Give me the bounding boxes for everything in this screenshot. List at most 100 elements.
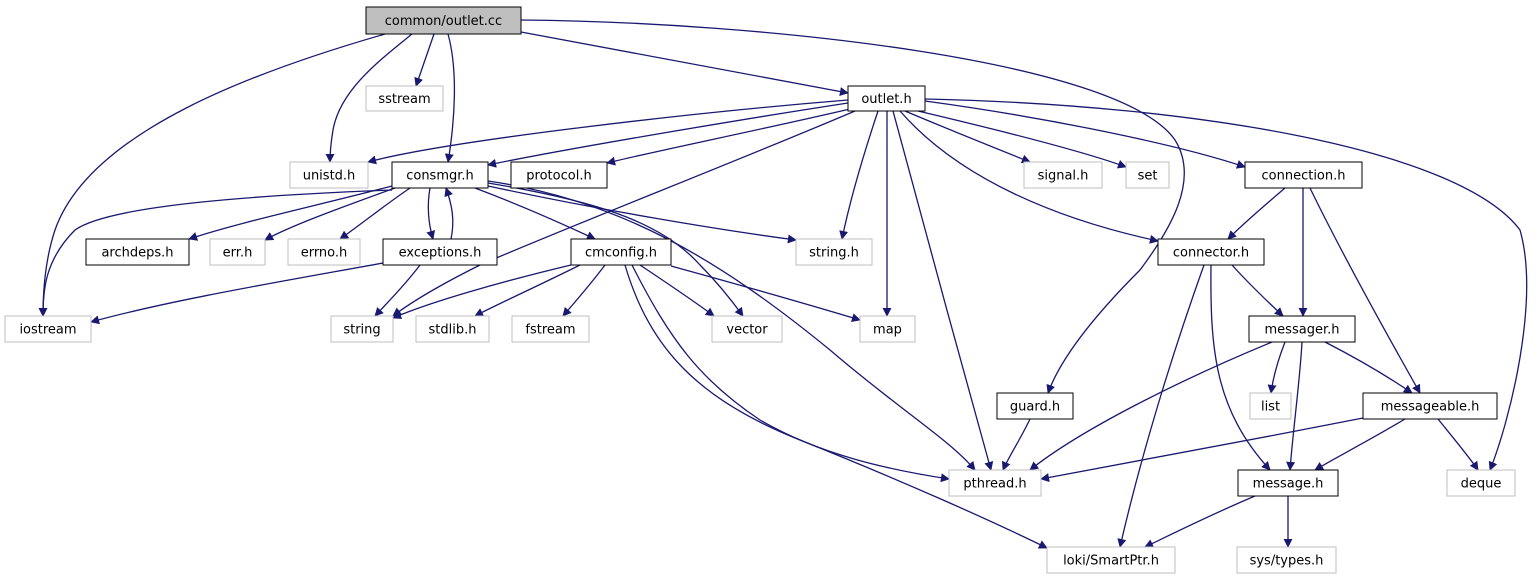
node-pthread-h: pthread.h (948, 469, 1042, 497)
edge-cmconfig-h-to-fstream (562, 264, 606, 317)
edge-cmconfig-h-to-loki-smartptr-h (624, 264, 1048, 549)
edge-messageable-h-to-deque (1437, 418, 1479, 471)
edge-message-h-to-loki-smartptr-h (1144, 495, 1256, 548)
edge-outlet-h-to-string (392, 110, 856, 317)
node-label: signal.h (1038, 169, 1089, 184)
edge-consmgr-h-to-pthread-h (487, 180, 976, 471)
node-box (330, 315, 394, 343)
node-label: vector (726, 323, 768, 338)
node-box (711, 315, 783, 343)
node-label: cmconfig.h (585, 246, 657, 261)
edge-outlet-cc-to-consmgr-h (444, 33, 456, 163)
edge-exceptions-h-to-string (374, 264, 421, 317)
node-messager-h[interactable]: messager.h (1248, 315, 1356, 343)
edge-consmgr-h-to-string-h (487, 185, 797, 244)
edge-cmconfig-h-to-string (392, 264, 572, 319)
edge-outlet-cc-to-outlet-h (520, 31, 849, 96)
edge-messager-h-to-list (1267, 341, 1286, 394)
edge-cmconfig-h-to-stdlib-h (474, 264, 581, 317)
node-vector: vector (711, 315, 783, 343)
node-sys-types-h: sys/types.h (1236, 546, 1337, 574)
edge-outlet-h-to-connection-h (924, 100, 1246, 169)
edge-connector-h-to-message-h (1210, 264, 1271, 471)
node-box (382, 238, 498, 266)
edge-exceptions-h-to-consmgr-h (444, 187, 454, 240)
node-outlet-h[interactable]: outlet.h (847, 85, 926, 112)
node-label: exceptions.h (399, 246, 482, 261)
node-label: sys/types.h (1250, 554, 1324, 569)
edge-messageable-h-to-pthread-h (1040, 417, 1364, 483)
node-outlet-cc[interactable]: common/outlet.cc (365, 6, 522, 35)
node-messageable-h[interactable]: messageable.h (1362, 392, 1498, 420)
node-label: sstream (378, 92, 430, 107)
edge-consmgr-h-to-exceptions-h (426, 187, 436, 240)
node-label: string.h (809, 246, 859, 261)
node-box (847, 85, 926, 112)
edge-messager-h-to-pthread-h (1029, 341, 1273, 471)
node-protocol-h[interactable]: protocol.h (510, 161, 608, 189)
edge-connection-h-to-messageable-h (1309, 187, 1421, 394)
node-box (1446, 469, 1516, 497)
node-map: map (859, 315, 916, 343)
node-signal-h: signal.h (1023, 161, 1103, 189)
node-set: set (1125, 161, 1170, 189)
node-label: messager.h (1265, 323, 1340, 338)
node-label: archdeps.h (101, 246, 173, 261)
node-exceptions-h[interactable]: exceptions.h (382, 238, 498, 266)
edge-messageable-h-to-message-h (1314, 418, 1406, 471)
node-message-h[interactable]: message.h (1237, 469, 1339, 497)
node-label: connector.h (1173, 246, 1249, 261)
node-box (209, 238, 266, 266)
edge-outlet-cc-to-unistd-h (325, 33, 413, 163)
node-box (1362, 392, 1498, 420)
node-guard-h[interactable]: guard.h (996, 392, 1074, 420)
edge-outlet-h-to-protocol-h (606, 108, 851, 166)
edge-outlet-h-to-pthread-h (892, 110, 994, 471)
node-string: string (330, 315, 394, 343)
edge-outlet-h-to-consmgr-h (487, 102, 849, 168)
node-connection-h[interactable]: connection.h (1244, 161, 1363, 189)
edge-outlet-h-to-string-h (839, 110, 879, 240)
node-sstream: sstream (365, 85, 444, 112)
node-label: deque (1461, 477, 1502, 492)
node-label: pthread.h (963, 477, 1026, 492)
node-box (391, 161, 489, 189)
node-box (511, 315, 590, 343)
node-box (365, 6, 522, 35)
edge-outlet-h-to-signal-h (904, 110, 1031, 164)
node-label: guard.h (1010, 400, 1060, 415)
node-label: common/outlet.cc (385, 14, 502, 29)
edge-outlet-h-to-set (917, 110, 1127, 169)
node-string-h: string.h (795, 238, 873, 266)
node-label: connection.h (1262, 169, 1346, 184)
edge-connection-h-to-connector-h (1227, 187, 1286, 240)
node-label: message.h (1253, 477, 1324, 492)
edge-consmgr-h-to-err-h (264, 187, 396, 241)
node-unistd-h: unistd.h (289, 161, 369, 189)
node-iostream: iostream (4, 315, 92, 343)
node-label: string (343, 323, 380, 338)
node-box (4, 315, 92, 343)
node-connector-h[interactable]: connector.h (1157, 238, 1265, 266)
nodes-layer: common/outlet.cc sstream outlet.h unistd.h c… (4, 6, 1516, 574)
node-label: consmgr.h (406, 169, 474, 184)
node-deque: deque (1446, 469, 1516, 497)
node-box (365, 85, 444, 112)
node-label: errno.h (301, 246, 348, 261)
node-archdeps-h[interactable]: archdeps.h (85, 238, 190, 266)
edge-cmconfig-h-to-pthread-h (631, 264, 950, 483)
node-box (289, 161, 369, 189)
node-consmgr-h[interactable]: consmgr.h (391, 161, 489, 189)
node-box (996, 392, 1074, 420)
node-fstream: fstream (511, 315, 590, 343)
node-cmconfig-h[interactable]: cmconfig.h (570, 238, 672, 266)
edge-guard-h-to-pthread-h (1001, 418, 1031, 471)
edge-cmconfig-h-to-vector (639, 264, 715, 317)
node-box (1249, 392, 1292, 420)
node-label: messageable.h (1381, 400, 1480, 415)
node-label: list (1261, 400, 1280, 415)
node-box (1237, 469, 1339, 497)
node-label: outlet.h (861, 92, 911, 107)
edge-exceptions-h-to-iostream (90, 262, 384, 325)
